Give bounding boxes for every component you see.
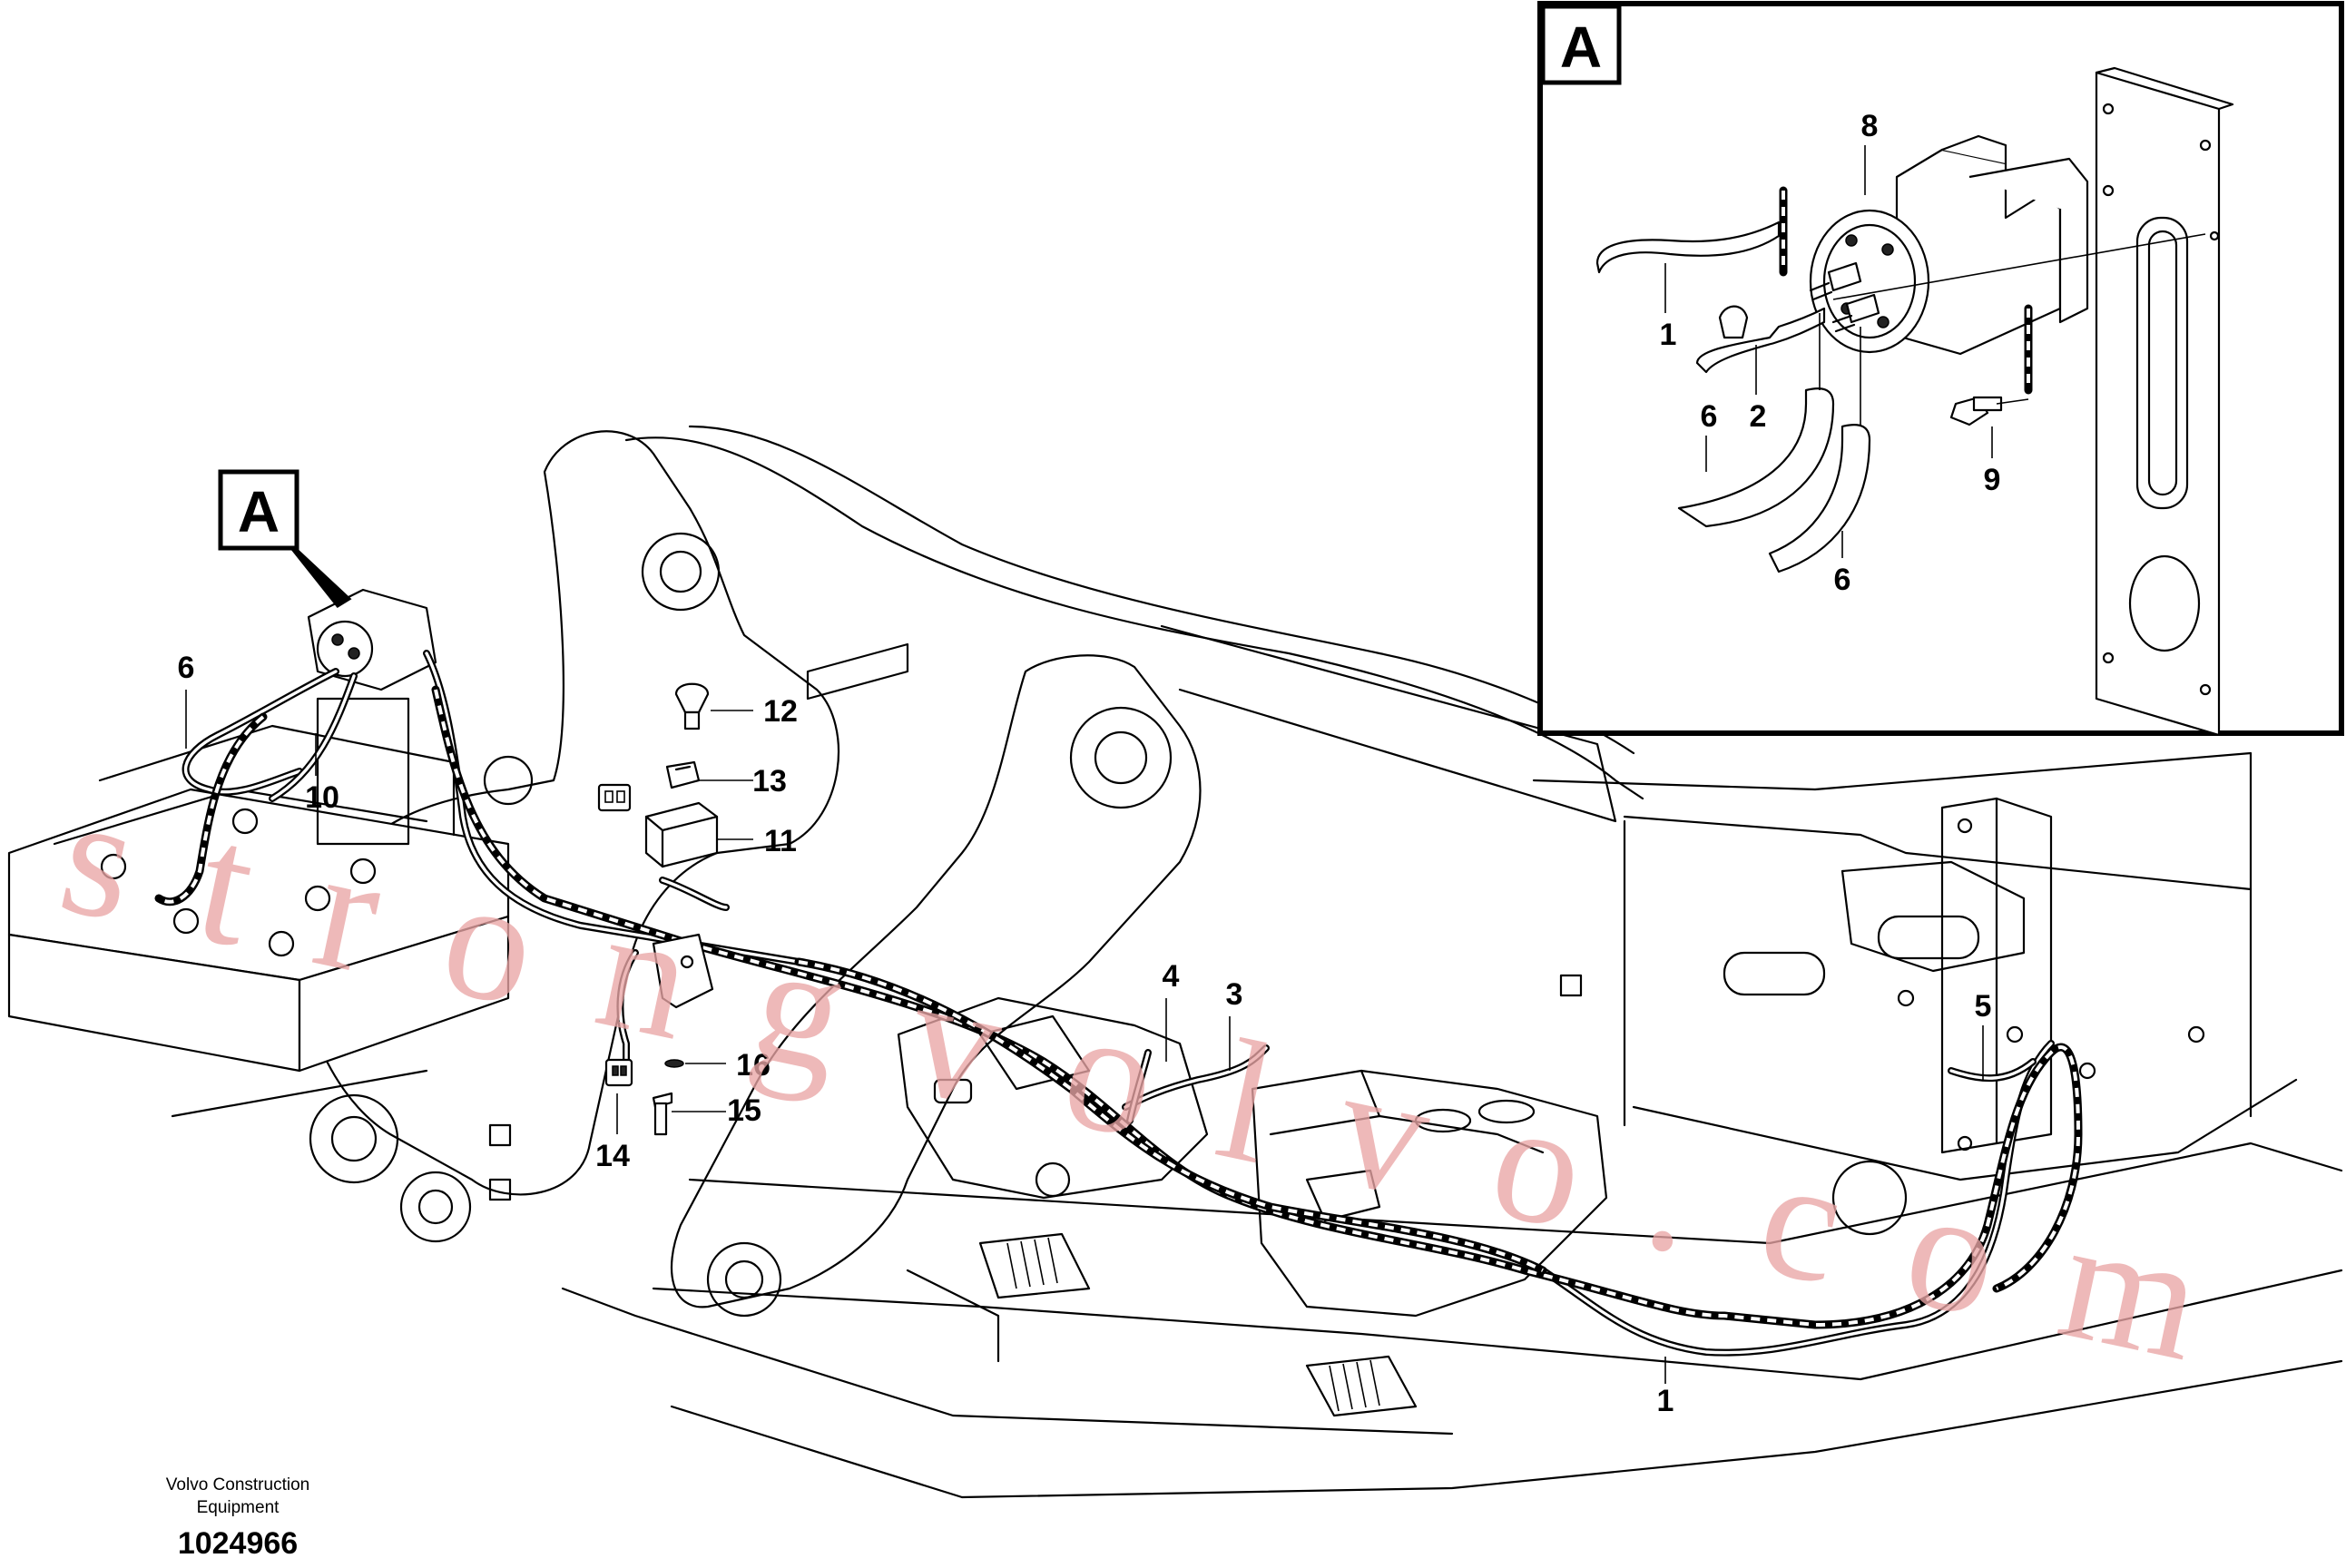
detail-callout-9: 9 <box>1984 463 2001 497</box>
machine-frame <box>171 425 2343 1499</box>
detail-callout-6-bottom: 6 <box>1834 563 1851 597</box>
battery-disconnect-switch <box>307 588 437 691</box>
callout-6: 6 <box>178 651 195 685</box>
detail-callout-6-left: 6 <box>1701 399 1718 434</box>
footer-brand-line1: Volvo Construction <box>166 1475 309 1494</box>
callout-10: 10 <box>305 780 339 815</box>
detail-view-a: A <box>1537 1 2344 737</box>
callout-11: 11 <box>764 824 797 858</box>
detail-callout-1: 1 <box>1660 318 1677 352</box>
callout-14: 14 <box>595 1139 630 1173</box>
detail-callout-2: 2 <box>1750 399 1767 434</box>
callout-13: 13 <box>752 764 787 799</box>
callout-1: 1 <box>1657 1384 1674 1418</box>
footer-brand-line2: Equipment <box>197 1498 280 1517</box>
callout-15: 15 <box>727 1093 761 1128</box>
callout-5: 5 <box>1975 989 1992 1024</box>
cable-harness <box>154 650 2083 1357</box>
detail-callout-8: 8 <box>1861 109 1879 143</box>
callout-3: 3 <box>1226 977 1243 1012</box>
battery-box <box>7 697 510 1073</box>
watermark: strongvolvo.com <box>46 759 2216 1397</box>
detail-pointer-label: A <box>238 479 280 544</box>
callout-16: 16 <box>736 1048 771 1083</box>
detail-view-label: A <box>1560 15 1602 80</box>
leader-lines <box>185 690 1984 1384</box>
horn-assembly <box>597 682 719 1136</box>
detail-pointer-a: A <box>218 469 352 608</box>
callout-12: 12 <box>763 694 798 729</box>
callout-4: 4 <box>1163 959 1180 994</box>
document-number: 1024966 <box>178 1526 298 1561</box>
